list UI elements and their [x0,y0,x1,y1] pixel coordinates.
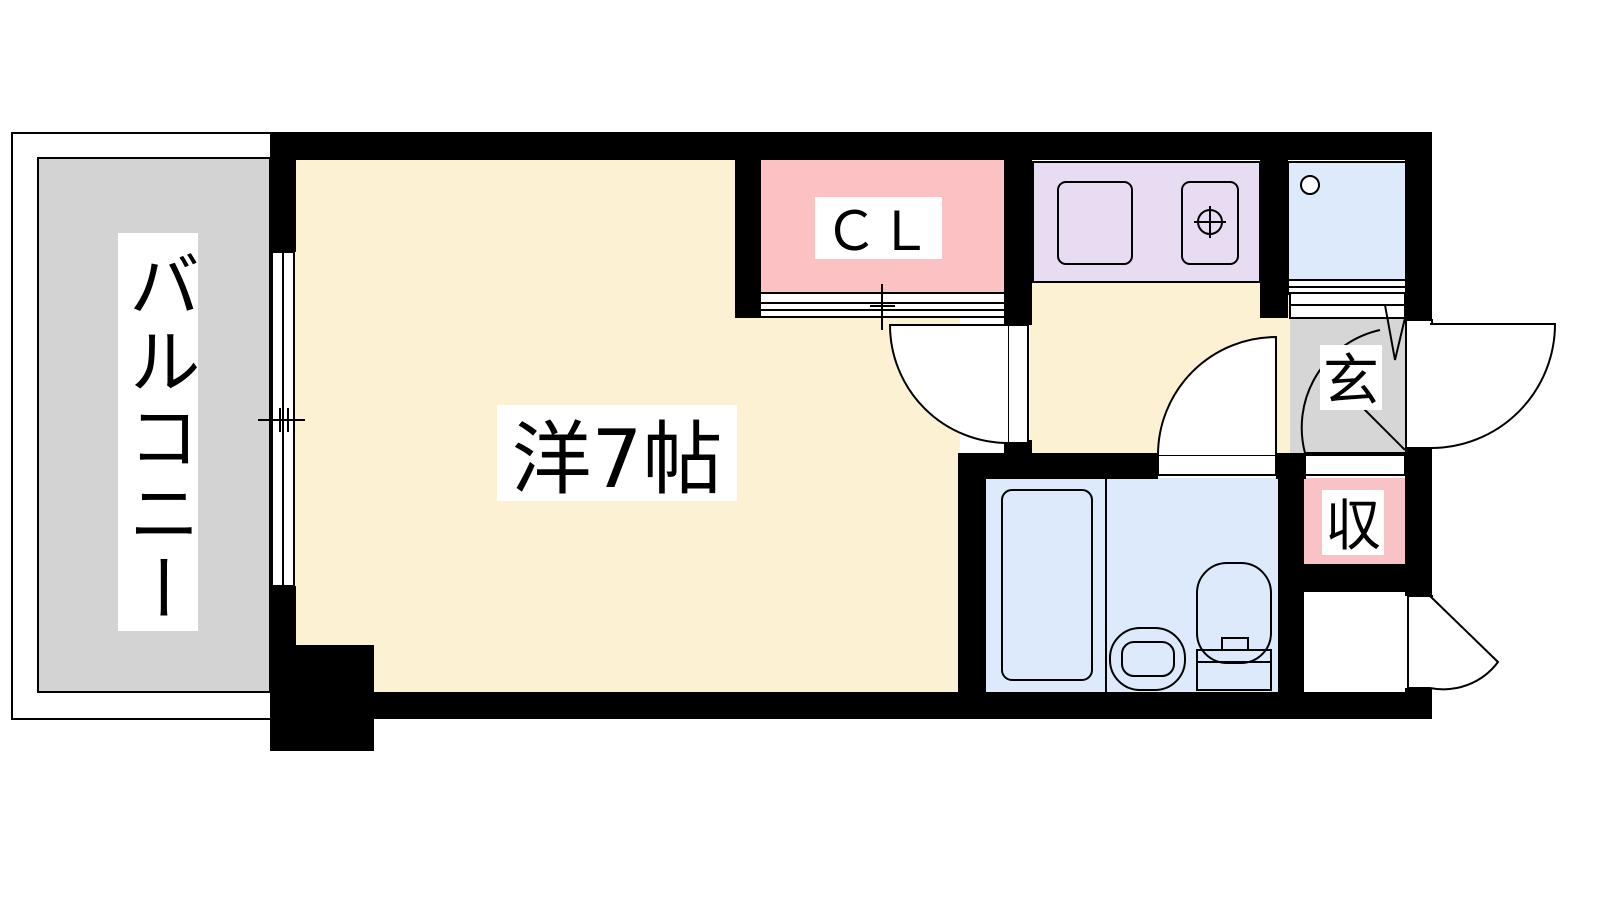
utility-door [1407,595,1500,691]
bathroom-door [1157,335,1277,476]
room-door [888,324,1029,444]
wall-top [270,132,1432,160]
balcony-label-bg [118,233,198,631]
closet-wall-left [735,150,761,318]
wall-stub-hall [1004,440,1032,460]
bath-wall-left [958,453,986,713]
closet-label-bg [815,197,942,259]
western-room-label-bg [497,405,737,501]
entrance-label: 玄 [1323,349,1379,414]
bathtub-icon [1001,489,1093,681]
kitchen-fixtures [1057,181,1239,265]
wall-bottom [270,692,1432,719]
western-room-label: 洋7帖 [512,413,723,506]
bath-wall-top-left [958,453,1158,479]
walls [270,132,1432,751]
storage-label-bg [1322,490,1384,555]
storage-wall-bottom [1278,564,1432,592]
closet-sliding-door [759,284,1006,330]
entrance-label-bg [1320,345,1382,410]
closet-label: ＣＬ [824,200,932,263]
storage-label: 収 [1325,494,1381,559]
sink-icon [1057,181,1133,265]
fridge-icon [1300,175,1320,195]
bathroom-fixtures [1001,478,1272,692]
wall-right-upper [1405,132,1432,320]
washbasin-icon [1109,627,1186,691]
stove-icon [1181,181,1239,265]
wall-left-upper [270,132,296,252]
front-door [1405,319,1557,450]
closet-wall-right [1004,150,1032,325]
wall-right-lower [1405,688,1432,719]
balcony-label: バルコニー [116,248,200,628]
balcony: バルコニー [11,132,283,720]
entrance [1289,292,1406,476]
kitchen-divider [1260,150,1288,318]
bathroom-floor [985,478,1278,693]
utility-cupboard [1304,592,1405,692]
balcony-window [258,251,305,587]
pillar-bottom-left [270,645,374,751]
